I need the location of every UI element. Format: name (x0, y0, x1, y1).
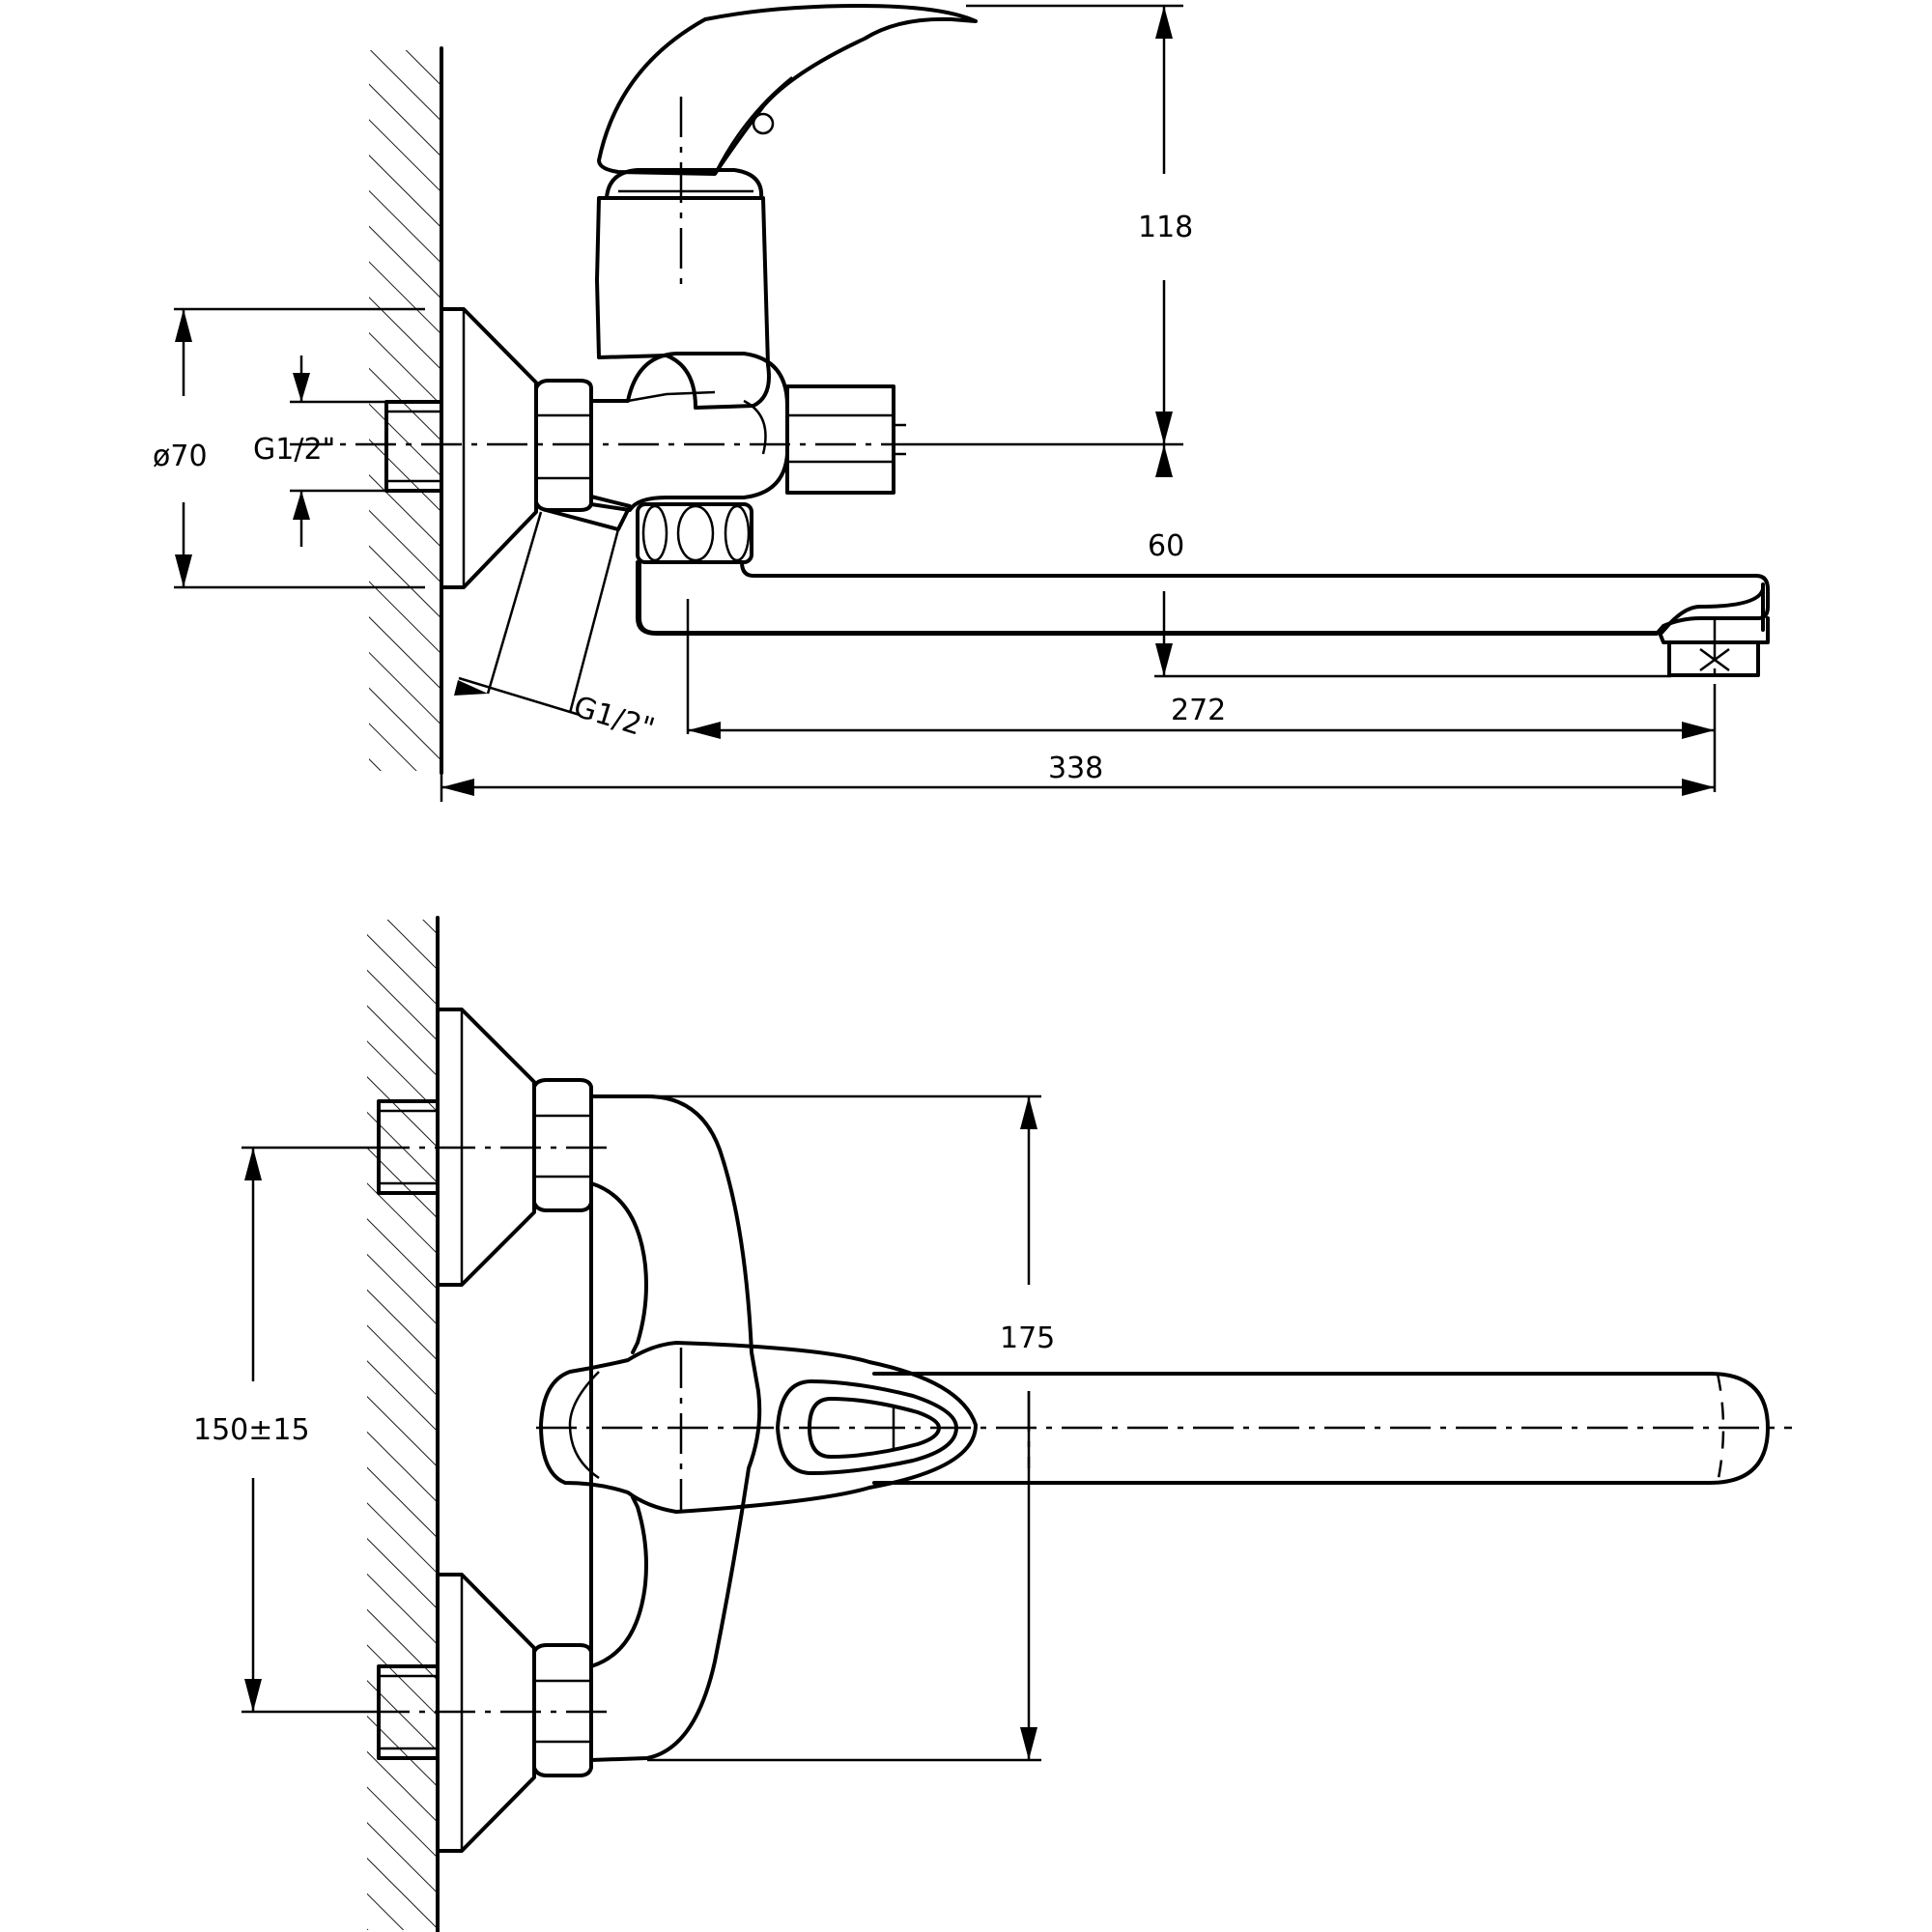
spout-plan (872, 1372, 1770, 1485)
wall-hatch-bottom (367, 916, 440, 1932)
mixer-body-plan (589, 1094, 762, 1762)
dim-118-label: 118 (1138, 211, 1193, 244)
spout-side (636, 560, 1770, 677)
dim-inlet-thread-label: G1/2" (253, 433, 335, 467)
dim-60: 60 (1148, 444, 1671, 678)
dim-dia70: ø70 (153, 307, 425, 589)
mixer-body (595, 168, 771, 410)
lower-hex-nut (532, 1643, 593, 1777)
lever-handle-side (597, 4, 978, 176)
side-view: 118 60 272 338 (153, 4, 1770, 802)
dim-272-label: 272 (1171, 694, 1226, 727)
dim-dia70-label: ø70 (153, 440, 208, 473)
dim-150: 150±15 (193, 1146, 369, 1714)
plan-view: 175 150±15 (193, 916, 1792, 1932)
dim-150-label: 150±15 (193, 1413, 310, 1447)
dim-118: 118 (918, 4, 1193, 446)
dim-338: 338 (440, 752, 1715, 802)
dim-outlet-thread-label: G1/2" (570, 690, 659, 746)
dim-outlet-thread: G1/2" (454, 511, 659, 747)
upper-hex-nut (532, 1078, 593, 1212)
dim-175: 175 (647, 1094, 1055, 1762)
dim-60-label: 60 (1148, 529, 1184, 563)
right-connector (785, 384, 906, 495)
dim-338-label: 338 (1048, 752, 1103, 785)
dim-inlet-thread: G1/2" (253, 355, 386, 547)
dim-272: 272 (686, 599, 1717, 792)
dim-175-label: 175 (1000, 1321, 1055, 1355)
spout-swivel-nut (636, 502, 753, 564)
wall-flange (440, 307, 538, 589)
